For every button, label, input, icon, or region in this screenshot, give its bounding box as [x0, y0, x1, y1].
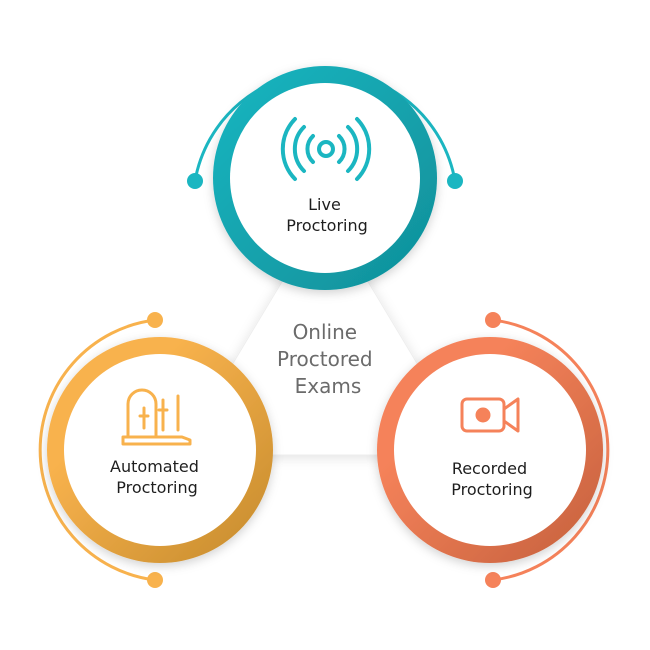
recorded-label-line-2: Proctoring [451, 480, 533, 499]
recorded-arc-dot-bottom [485, 572, 501, 588]
automated-arc-dot-top [147, 312, 163, 328]
recorded-inner-disc [394, 354, 586, 546]
center-label-line-2: Proctored [277, 347, 373, 371]
recorded-outer-arc [491, 318, 610, 582]
automated-arc-dot-bottom [147, 572, 163, 588]
live-label: Live Proctoring [286, 195, 368, 235]
center-label-line-1: Online [293, 320, 358, 344]
center-label: Online Proctored Exams [277, 320, 379, 398]
automated-label-line-1: Automated [110, 457, 199, 476]
live-inner-disc [230, 83, 420, 273]
automated-outer-arc [38, 318, 157, 582]
node-automated-proctoring: Automated Proctoring [38, 312, 273, 588]
automated-label: Automated Proctoring [110, 457, 204, 497]
live-arc-dot-left [187, 173, 203, 189]
node-live-proctoring: Live Proctoring [187, 66, 463, 290]
live-label-line-1: Live [308, 195, 341, 214]
automated-label-line-2: Proctoring [116, 478, 198, 497]
live-label-line-2: Proctoring [286, 216, 368, 235]
recorded-label: Recorded Proctoring [451, 459, 533, 499]
video-camera-icon [460, 397, 520, 433]
recorded-arc-dot-top [485, 312, 501, 328]
automated-desk-icon [121, 388, 192, 446]
automated-inner-disc [64, 354, 256, 546]
broadcast-signal-icon [280, 117, 372, 181]
live-arc-dot-right [447, 173, 463, 189]
recorded-label-line-1: Recorded [452, 459, 527, 478]
center-label-line-3: Exams [295, 374, 362, 398]
node-recorded-proctoring: Recorded Proctoring [377, 312, 610, 588]
